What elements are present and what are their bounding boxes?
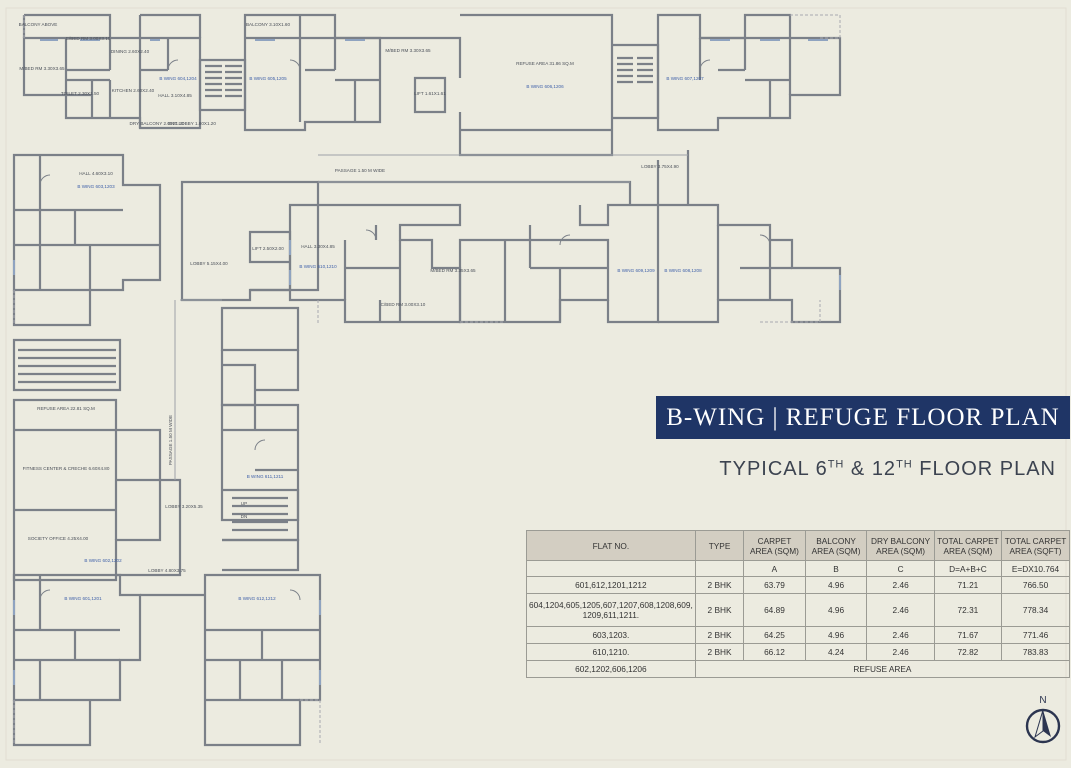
area-table: FLAT NO. TYPE CARPET AREA (SQM) BALCONY … <box>526 530 1071 678</box>
room-label: M/BED RM 3.30X3.65 <box>19 66 65 71</box>
room-label: C/BED RM 3.00X3.10 <box>381 302 426 307</box>
col-flat-no: FLAT NO. <box>526 530 696 561</box>
room-label: B WING 601,1201 <box>64 596 102 601</box>
room-label: FITNESS CENTER & CRECHE 6.60X4.80 <box>23 466 110 471</box>
room-label: BALCONY 3.10X1.60 <box>246 22 291 27</box>
col-balcony: BALCONY AREA (SQM) <box>804 530 868 561</box>
room-label: UP <box>241 501 247 506</box>
room-label: B WING 605,1205 <box>249 76 287 81</box>
table-row: 604,1204,605,1205,607,1207,608,1208,609,… <box>526 593 1070 627</box>
room-label: B WING 602,1202 <box>84 558 122 563</box>
room-label: HALL 3.10X4.85 <box>158 93 192 98</box>
room-label: REFUSE AREA 31.86 SQ.M <box>516 61 574 66</box>
room-label: LOBBY 3.75X4.90 <box>641 164 679 169</box>
room-label: M/BED RM 3.30X3.65 <box>385 48 431 53</box>
room-label: B WING 603,1203 <box>77 184 115 189</box>
svg-text:N: N <box>1039 695 1046 706</box>
room-label: REFUSE AREA 22.81 SQ.M <box>37 406 95 411</box>
room-label: LOBBY 4.80X3.75 <box>148 568 186 573</box>
room-label: B WING 609,1209 <box>617 268 655 273</box>
room-label: ENT LOBBY 1.80X1.20 <box>168 121 216 126</box>
area-table-header-row: FLAT NO. TYPE CARPET AREA (SQM) BALCONY … <box>526 530 1070 561</box>
col-type: TYPE <box>694 530 745 561</box>
room-label: LIFT 2.50X2.00 <box>252 246 284 251</box>
room-label: SOCIETY OFFICE 4.25X4.00 <box>28 536 89 541</box>
col-carpet: CARPET AREA (SQM) <box>743 530 806 561</box>
plan-title: B-WING | REFUGE FLOOR PLAN <box>656 396 1070 439</box>
col-total-sqm: TOTAL CARPET AREA (SQM) <box>933 530 1003 561</box>
room-label: B WING 607,1207 <box>666 76 704 81</box>
north-arrow-icon: N <box>1025 695 1061 744</box>
room-label: PASSAGE 1.50 M WIDE <box>335 168 385 173</box>
room-label: DRY BALCONY 2.05X1.20 <box>130 121 185 126</box>
room-label: HALL 4.60X3.10 <box>79 171 113 176</box>
room-label: PASSAGE 1.50 M WIDE <box>168 415 173 465</box>
room-label: B WING 612,1212 <box>238 596 276 601</box>
room-label: B WING 604,1204 <box>159 76 197 81</box>
col-total-sqft: TOTAL CARPET AREA (SQFT) <box>1001 530 1070 561</box>
room-label: LIFT 1.61X1.61 <box>414 91 446 96</box>
area-table-formula-row: A B C D=A+B+C E=DX10.764 <box>526 560 1070 577</box>
room-label: TOILET 2.30X1.50 <box>61 91 100 96</box>
room-label: LOBBY 3.20X5.35 <box>165 504 203 509</box>
room-label: LOBBY 5.15X4.00 <box>190 261 228 266</box>
room-label: B WING 608,1208 <box>664 268 702 273</box>
room-label: M/BED RM 3.35X3.65 <box>430 268 476 273</box>
room-label: B WING 606,1206 <box>526 84 564 89</box>
col-dry-balcony: DRY BALCONY AREA (SQM) <box>866 530 935 561</box>
room-label: DINING 2.60X2.40 <box>111 49 150 54</box>
room-label: B WING 610,1210 <box>299 264 337 269</box>
room-label: BALCONY ABOVE <box>19 22 58 27</box>
plan-subtitle: TYPICAL 6TH & 12TH FLOOR PLAN <box>719 458 1056 480</box>
room-label: B WING 611,1211 <box>247 474 284 479</box>
room-label: DN <box>241 514 248 519</box>
room-label: HALL 3.30X4.85 <box>301 244 335 249</box>
room-label: C/BED RM 3.00X3.10 <box>66 36 111 41</box>
room-label: KITCHEN 2.60X2.40 <box>112 88 155 93</box>
